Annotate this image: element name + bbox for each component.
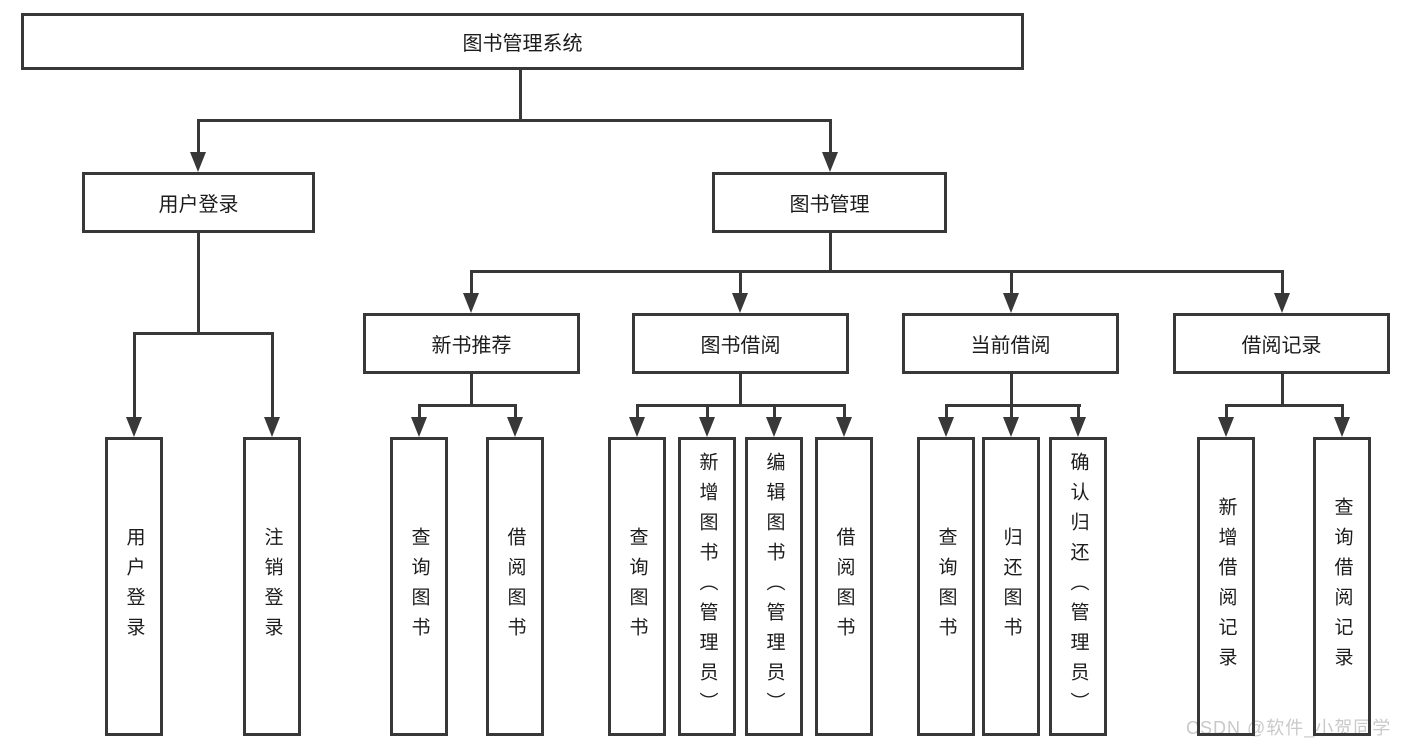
- connector-stem: [1010, 272, 1013, 294]
- node-book-borrowing-label: 图书借阅: [700, 335, 781, 357]
- node-root-label: 图书管理系统: [462, 33, 583, 55]
- connector-stem: [945, 406, 948, 418]
- arrow-down-icon: [836, 417, 852, 437]
- leaf-borrow-books-recommend-label: 借阅图书: [504, 526, 526, 647]
- leaf-borrow-books: 借阅图书: [815, 437, 873, 736]
- node-current-borrowing-label: 当前借阅: [970, 335, 1051, 357]
- connector-stem: [514, 406, 517, 418]
- connector-user-login-bar: [133, 332, 274, 335]
- connector-stem: [1077, 406, 1080, 418]
- arrow-down-icon: [699, 417, 715, 437]
- leaf-user-login: 用户登录: [105, 437, 163, 736]
- arrow-down-icon: [1274, 293, 1290, 313]
- connector-stem: [843, 406, 846, 418]
- leaf-query-borrow-record-label: 查询借阅记录: [1331, 496, 1353, 677]
- leaf-logout: 注销登录: [243, 437, 301, 736]
- connector-stem-user-login: [197, 121, 200, 153]
- leaf-confirm-return-admin-label: 确认归还（管理员）: [1067, 451, 1089, 722]
- arrow-down-icon: [507, 417, 523, 437]
- arrow-down-icon: [190, 152, 206, 172]
- node-new-book-recommend: 新书推荐: [363, 313, 580, 374]
- leaf-confirm-return-admin: 确认归还（管理员）: [1049, 437, 1107, 736]
- arrow-down-icon: [766, 417, 782, 437]
- leaf-query-books-borrowing-label: 查询图书: [626, 526, 648, 647]
- leaf-add-books-admin: 新增图书（管理员）: [678, 437, 736, 736]
- connector-root-stem: [519, 69, 522, 121]
- connector-user-login-stem: [197, 232, 200, 335]
- csdn-watermark: CSDN @软件_小贺同学: [1186, 718, 1392, 738]
- connector-stem: [1225, 406, 1228, 418]
- node-user-login-label: 用户登录: [158, 194, 239, 216]
- node-new-book-recommend-label: 新书推荐: [431, 335, 512, 357]
- leaf-logout-label: 注销登录: [261, 526, 283, 647]
- connector-bar: [945, 404, 1081, 407]
- arrow-down-icon: [1003, 417, 1019, 437]
- connector-stem: [706, 406, 709, 418]
- connector-book-mgmt-bar: [470, 270, 1284, 273]
- arrow-down-icon: [126, 417, 142, 437]
- connector-stem: [739, 373, 742, 406]
- leaf-user-login-label: 用户登录: [123, 526, 145, 647]
- connector-book-mgmt-stem: [829, 232, 832, 273]
- connector-root-bar: [197, 119, 832, 122]
- arrow-down-icon: [463, 293, 479, 313]
- connector-bar: [418, 404, 517, 407]
- connector-bar: [636, 404, 846, 407]
- connector-stem: [1010, 406, 1013, 418]
- connector-stem: [1010, 373, 1013, 406]
- connector-stem: [418, 406, 421, 418]
- connector-stem: [773, 406, 776, 418]
- node-root: 图书管理系统: [21, 13, 1024, 70]
- leaf-edit-books-admin: 编辑图书（管理员）: [745, 437, 803, 736]
- node-borrowing-records: 借阅记录: [1173, 313, 1390, 374]
- connector-stem: [739, 272, 742, 294]
- arrow-down-icon: [1070, 417, 1086, 437]
- leaf-query-books-current: 查询图书: [917, 437, 975, 736]
- node-book-management: 图书管理: [712, 172, 947, 233]
- leaf-query-books-recommend-label: 查询图书: [408, 526, 430, 647]
- node-book-borrowing: 图书借阅: [632, 313, 849, 374]
- leaf-query-books-current-label: 查询图书: [935, 526, 957, 647]
- arrow-down-icon: [264, 417, 280, 437]
- connector-stem: [1341, 406, 1344, 418]
- arrow-down-icon: [822, 152, 838, 172]
- leaf-return-books-label: 归还图书: [1000, 526, 1022, 647]
- connector-stem: [271, 334, 274, 418]
- connector-stem: [470, 272, 473, 294]
- connector-bar: [1225, 404, 1344, 407]
- connector-stem: [470, 373, 473, 406]
- leaf-query-borrow-record: 查询借阅记录: [1313, 437, 1371, 736]
- leaf-add-borrow-record: 新增借阅记录: [1197, 437, 1255, 736]
- leaf-borrow-books-recommend: 借阅图书: [486, 437, 544, 736]
- arrow-down-icon: [629, 417, 645, 437]
- arrow-down-icon: [1003, 293, 1019, 313]
- node-borrowing-records-label: 借阅记录: [1241, 335, 1322, 357]
- leaf-borrow-books-label: 借阅图书: [833, 526, 855, 647]
- leaf-add-books-admin-label: 新增图书（管理员）: [696, 451, 718, 722]
- leaf-query-books-recommend: 查询图书: [390, 437, 448, 736]
- leaf-add-borrow-record-label: 新增借阅记录: [1215, 496, 1237, 677]
- leaf-query-books-borrowing: 查询图书: [608, 437, 666, 736]
- connector-stem: [636, 406, 639, 418]
- arrow-down-icon: [411, 417, 427, 437]
- connector-stem-book-mgmt: [829, 121, 832, 153]
- connector-stem: [1281, 272, 1284, 294]
- node-user-login: 用户登录: [82, 172, 315, 233]
- arrow-down-icon: [1334, 417, 1350, 437]
- leaf-return-books: 归还图书: [982, 437, 1040, 736]
- node-book-management-label: 图书管理: [789, 194, 870, 216]
- arrow-down-icon: [1218, 417, 1234, 437]
- connector-stem: [133, 334, 136, 418]
- node-current-borrowing: 当前借阅: [902, 313, 1119, 374]
- arrow-down-icon: [938, 417, 954, 437]
- arrow-down-icon: [732, 293, 748, 313]
- connector-stem: [1281, 373, 1284, 406]
- leaf-edit-books-admin-label: 编辑图书（管理员）: [763, 451, 785, 722]
